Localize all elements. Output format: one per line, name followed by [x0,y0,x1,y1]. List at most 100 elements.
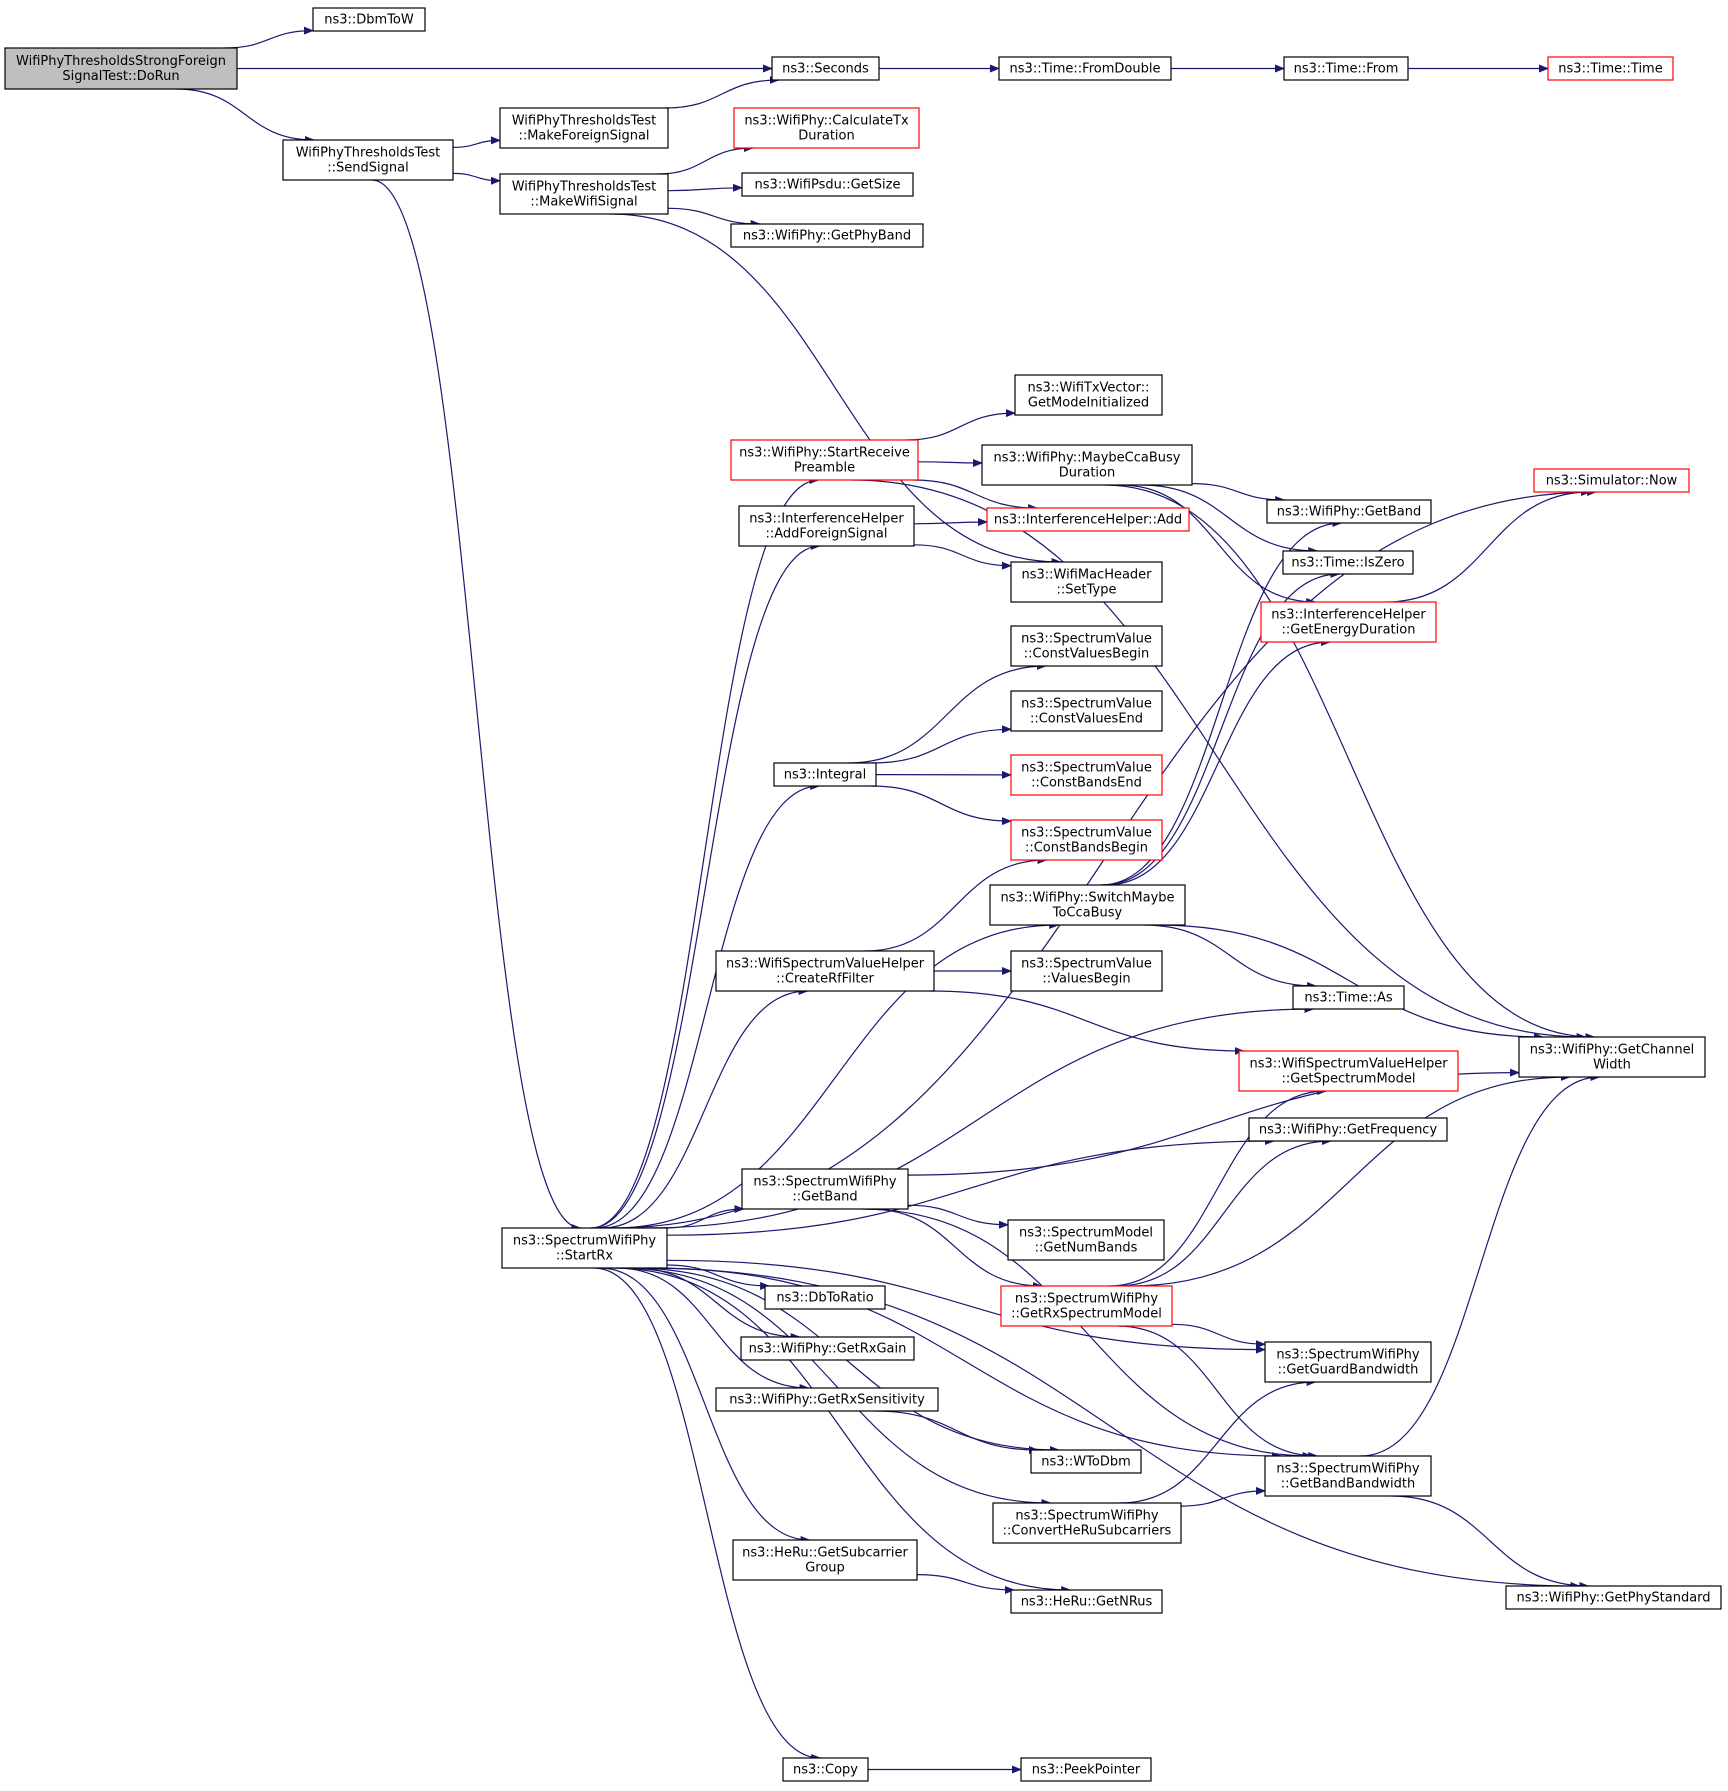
edge-startrx-to-swgetband [665,1205,745,1229]
edge-bandbw-to-chanwidth [1360,1073,1601,1457]
node-rxgain[interactable]: ns3::WifiPhy::GetRxGain [740,1336,915,1361]
node-box [1533,468,1690,493]
node-dorun[interactable]: WifiPhyThresholdsStrongForeignSignalTest… [4,47,238,90]
node-box [989,884,1186,926]
node-from[interactable]: ns3::Time::From [1283,56,1409,81]
node-rxsens[interactable]: ns3::WifiPhy::GetRxSensitivity [715,1387,939,1412]
node-swgetband[interactable]: ns3::SpectrumWifiPhy::GetBand [741,1168,909,1210]
node-now[interactable]: ns3::Simulator::Now [1533,468,1690,493]
edge-path [869,1208,1043,1290]
node-sendsignal[interactable]: WifiPhyThresholdsTest::SendSignal [282,139,454,181]
node-label: ns3::Time::FromDouble [1010,62,1161,77]
node-bandbw[interactable]: ns3::SpectrumWifiPhy::GetBandBandwidth [1264,1455,1432,1497]
edge-path [913,479,1039,512]
node-freq[interactable]: ns3::WifiPhy::GetFrequency [1248,1117,1448,1142]
node-label: ns3::SpectrumWifiPhy [753,1175,896,1190]
edge-sendsignal-to-makewifi [452,172,501,185]
node-label: ::ConstValuesBegin [1024,647,1149,662]
edge-path [1140,484,1319,555]
node-dbtoratio[interactable]: ns3::DbToRatio [764,1285,886,1310]
edge-path [666,1137,1275,1236]
edge-rxsens-to-wtodbm [874,1410,1039,1454]
node-makeforeign[interactable]: WifiPhyThresholdsTest::MakeForeignSignal [499,107,669,149]
edge-path [612,1267,1072,1594]
node-specmodel[interactable]: ns3::WifiSpectrumValueHelper::GetSpectru… [1238,1050,1459,1092]
edge-path [917,458,983,467]
node-ihadd[interactable]: ns3::InterferenceHelper::Add [986,507,1190,532]
node-phystd[interactable]: ns3::WifiPhy::GetPhyStandard [1505,1585,1722,1610]
node-fromdouble[interactable]: ns3::Time::FromDouble [998,56,1172,81]
node-label: ns3::SpectrumWifiPhy [1276,1348,1419,1363]
node-label: ns3::SpectrumWifiPhy [513,1234,656,1249]
node-copy[interactable]: ns3::Copy [782,1757,869,1782]
node-nrus[interactable]: ns3::HeRu::GetNRus [1010,1589,1163,1614]
node-time[interactable]: ns3::Time::Time [1547,56,1674,81]
node-box [1010,561,1163,603]
node-label: ns3::SpectrumModel [1019,1226,1153,1241]
node-timeas[interactable]: ns3::Time::As [1292,985,1405,1010]
node-addforeign[interactable]: ns3::InterferenceHelper::AddForeignSigna… [738,505,915,547]
node-label: ::GetBand [792,1190,857,1205]
node-label: ns3::WifiPhy::SwitchMaybe [1000,891,1174,906]
node-cve[interactable]: ns3::SpectrumValue::ConstValuesEnd [1010,690,1163,732]
node-label: ns3::WifiTxVector:: [1027,381,1149,396]
node-peek[interactable]: ns3::PeekPointer [1020,1757,1152,1782]
node-getband[interactable]: ns3::WifiPhy::GetBand [1266,499,1432,524]
node-energy[interactable]: ns3::InterferenceHelper::GetEnergyDurati… [1260,601,1437,643]
node-label: ns3::SpectrumValue [1021,761,1152,776]
edge-startrx-to-subgroup [599,1267,811,1544]
edge-startrx-to-rffilter [601,987,809,1229]
node-wtodbm[interactable]: ns3::WToDbm [1030,1449,1142,1474]
edge-makeforeign-to-seconds [665,76,780,109]
node-box [986,507,1190,532]
node-label: ::ConvertHeRuSubcarriers [1003,1524,1172,1539]
node-label: ::SendSignal [327,161,408,176]
edge-path [667,183,743,192]
node-numbands[interactable]: ns3::SpectrumModel::GetNumBands [1007,1219,1165,1261]
edge-path [620,1267,1052,1507]
edge-makewifi-to-getphyband [667,207,761,228]
edge-startrx-to-convertheru [620,1267,1052,1507]
node-iszero[interactable]: ns3::Time::IsZero [1282,550,1414,575]
edge-path [872,725,1012,764]
node-label: ::GetEnergyDuration [1282,623,1416,638]
node-seconds[interactable]: ns3::Seconds [771,56,880,81]
edge-startrx-to-addforeign [591,542,821,1229]
node-label: ns3::WifiPhy::GetRxSensitivity [729,1393,925,1408]
node-cbb[interactable]: ns3::SpectrumValue::ConstBandsBegin [1010,819,1163,861]
edge-rxspec-to-freq [1116,1137,1332,1287]
node-rxspec[interactable]: ns3::SpectrumWifiPhy::GetRxSpectrumModel [1000,1285,1173,1327]
node-getphyband[interactable]: ns3::WifiPhy::GetPhyBand [730,223,924,248]
node-rffilter[interactable]: ns3::WifiSpectrumValueHelper::CreateRfFi… [715,950,935,992]
node-label: ns3::Time::As [1304,991,1393,1006]
node-guardbw[interactable]: ns3::SpectrumWifiPhy::GetGuardBandwidth [1264,1341,1432,1383]
edge-path [651,1267,1282,1460]
edge-makewifi-to-settype [609,213,1062,566]
node-startrx[interactable]: ns3::SpectrumWifiPhy::StartRx [501,1227,668,1269]
node-convertheru[interactable]: ns3::SpectrumWifiPhy::ConvertHeRuSubcarr… [992,1502,1182,1544]
edge-path [666,1259,1266,1354]
node-psdusize[interactable]: ns3::WifiPsdu::GetSize [741,172,914,197]
node-integral[interactable]: ns3::Integral [773,762,877,787]
node-settype[interactable]: ns3::WifiMacHeader::SetType [1010,561,1163,603]
node-label: WifiPhyThresholdsTest [296,146,441,161]
edge-path [593,1267,822,1762]
node-cbe[interactable]: ns3::SpectrumValue::ConstBandsEnd [1010,754,1163,796]
edge-rxspec-to-specmodel [1108,1087,1328,1287]
edge-startpre-to-modeinit [905,409,1016,441]
node-valuesbegin[interactable]: ns3::SpectrumValue::ValuesBegin [1010,950,1163,992]
node-modeinit[interactable]: ns3::WifiTxVector::GetModeInitialized [1014,374,1163,416]
node-dbmtow[interactable]: ns3::DbmToW [312,7,426,32]
node-cvb[interactable]: ns3::SpectrumValue::ConstValuesBegin [1010,625,1163,667]
edge-path [609,213,1062,566]
edge-path [1143,924,1318,990]
node-label: ::ConstBandsBegin [1025,841,1148,856]
node-makewifi[interactable]: WifiPhyThresholdsTest::MakeWifiSignal [499,173,669,215]
edge-path [870,785,1012,826]
